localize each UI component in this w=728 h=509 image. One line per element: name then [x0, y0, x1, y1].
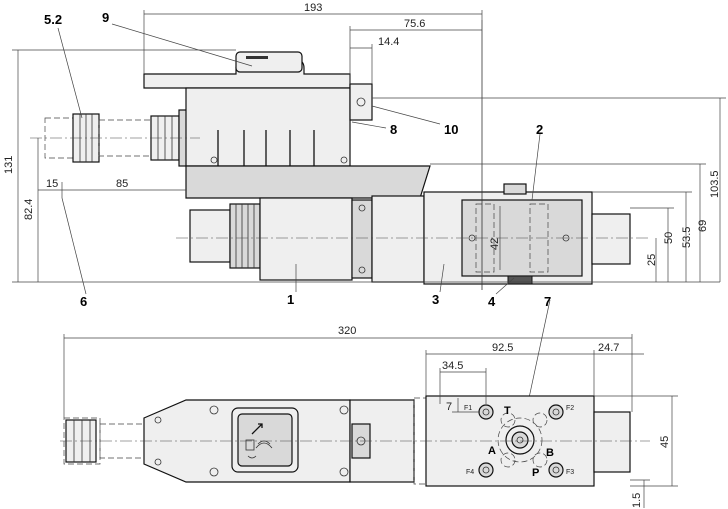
port-F2: F2 — [566, 405, 574, 412]
port-F1: F1 — [464, 405, 472, 412]
callout-5-2: 5.2 — [44, 12, 62, 27]
callout-10: 10 — [444, 122, 458, 137]
port-B: B — [546, 447, 554, 459]
dim-85: 85 — [116, 178, 128, 190]
callout-7: 7 — [544, 294, 551, 309]
dim-82-4: 82.4 — [23, 199, 35, 220]
callout-6: 6 — [80, 294, 87, 309]
callout-2: 2 — [536, 122, 543, 137]
dim-34-5: 34.5 — [442, 360, 463, 372]
dim-25: 25 — [646, 254, 658, 266]
callout-8: 8 — [390, 122, 397, 137]
dim-131: 131 — [3, 156, 15, 174]
dim-69: 69 — [697, 220, 709, 232]
dim-45: 45 — [659, 436, 671, 448]
port-F4: F4 — [466, 469, 474, 476]
callout-4: 4 — [488, 294, 496, 309]
port-A: A — [488, 445, 496, 457]
dim-75-6: 75.6 — [404, 18, 425, 30]
dim-14-4: 14.4 — [378, 36, 399, 48]
electronics-housing — [143, 51, 431, 199]
dim-1-5: 1.5 — [631, 493, 643, 508]
callout-3: 3 — [432, 292, 439, 307]
callout-1: 1 — [287, 292, 294, 307]
dim-42: 42 — [489, 238, 501, 250]
solenoid-coil — [189, 197, 373, 281]
valve-body — [371, 183, 631, 285]
dim-320: 320 — [338, 325, 356, 337]
dim-193: 193 — [304, 2, 322, 14]
dim-50: 50 — [663, 232, 675, 244]
dim-103-5: 103.5 — [709, 170, 721, 198]
dim-24-7: 24.7 — [598, 342, 619, 354]
dim-92-5: 92.5 — [492, 342, 513, 354]
dim-15: 15 — [46, 178, 58, 190]
port-P: P — [532, 467, 539, 479]
dimension-lines-bottom — [63, 334, 678, 508]
port-F3: F3 — [566, 469, 574, 476]
leader-lines-top — [57, 23, 551, 441]
dim-53-5: 53.5 — [681, 227, 693, 248]
port-T: T — [504, 405, 511, 417]
callout-9: 9 — [102, 10, 109, 25]
dim-7: 7 — [446, 401, 452, 413]
